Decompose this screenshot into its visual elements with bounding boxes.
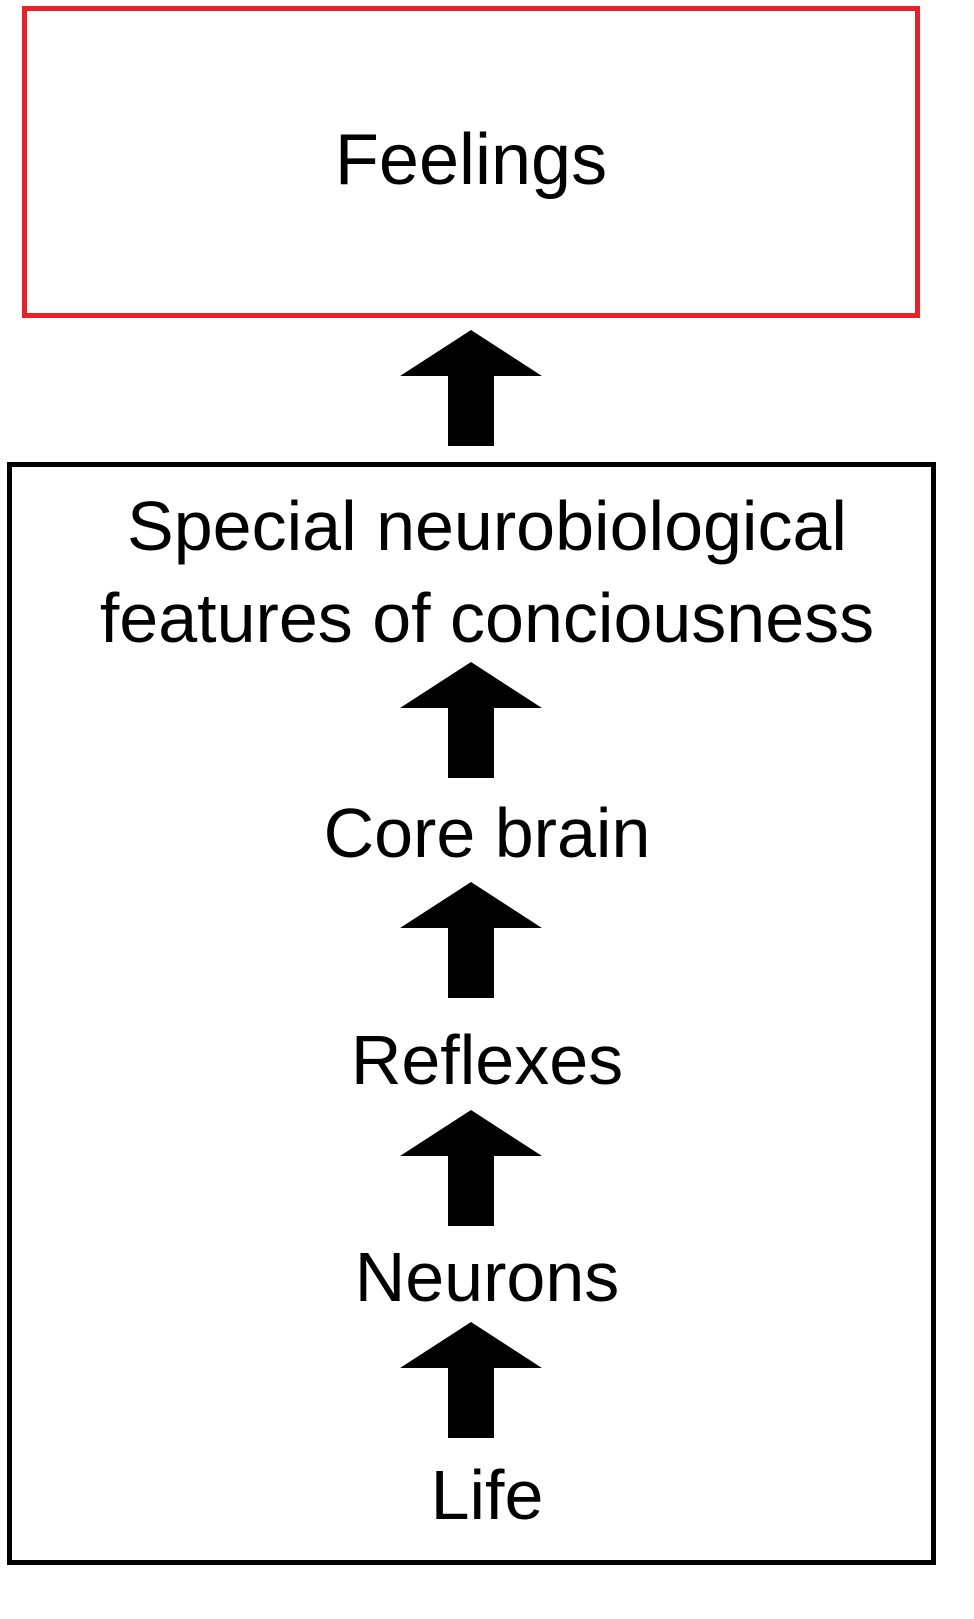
stage-neurobiological-features: Special neurobiological features of conc… <box>0 480 974 664</box>
feelings-box: Feelings <box>22 6 920 318</box>
up-arrow-icon <box>400 662 542 778</box>
stage-core-brain: Core brain <box>323 794 651 872</box>
stage-line-1: Special neurobiological <box>127 487 847 565</box>
up-arrow-icon <box>400 1322 542 1438</box>
foundations-box <box>7 462 936 1565</box>
stage-reflexes: Reflexes <box>350 1021 624 1099</box>
stage-life: Life <box>430 1456 544 1534</box>
stage-line-2: features of conciousness <box>99 579 875 657</box>
stage-neurons: Neurons <box>354 1238 620 1316</box>
up-arrow-icon <box>400 1110 542 1226</box>
up-arrow-icon <box>400 330 542 446</box>
feelings-label: Feelings <box>334 120 608 200</box>
up-arrow-icon <box>400 882 542 998</box>
